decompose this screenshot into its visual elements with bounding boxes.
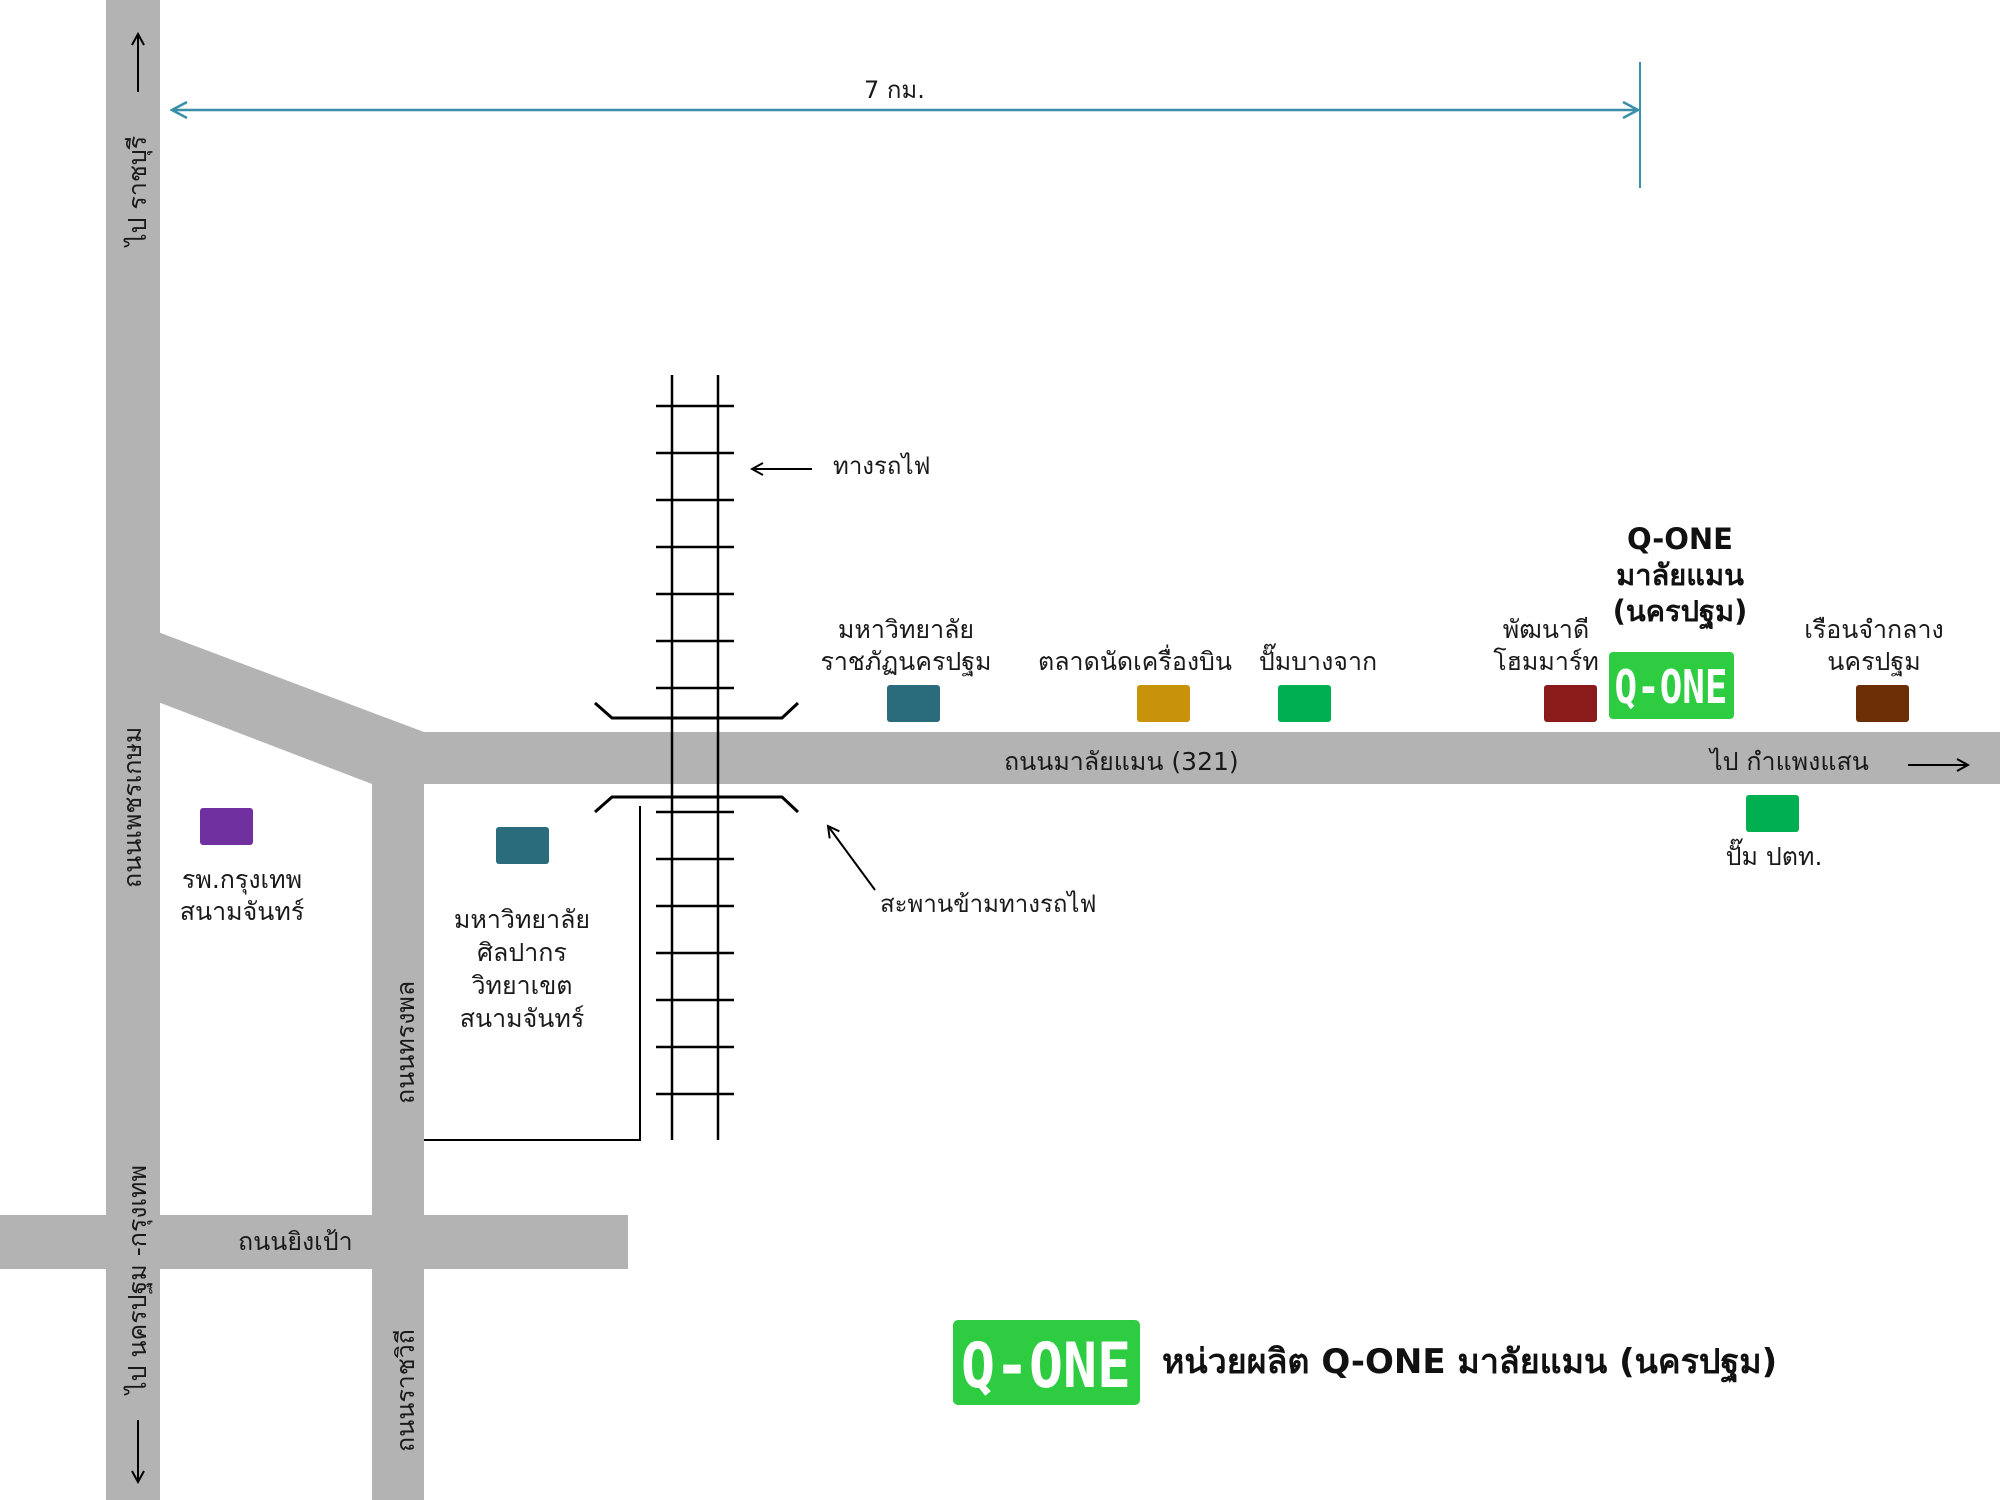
silpakorn-label-line4: สนามจันทร์ bbox=[460, 1004, 585, 1033]
malaiman-road-label: ถนนมาลัยแมน (321) bbox=[1004, 747, 1239, 776]
rajabhat-label-line2: ราชภัฏนครปฐม bbox=[820, 647, 991, 676]
landmark-pattanadee[interactable]: พัฒนาดี โฮมมาร์ท bbox=[1493, 615, 1599, 722]
market-marker[interactable] bbox=[1137, 685, 1190, 722]
qone-logo-marker[interactable] bbox=[1609, 652, 1734, 719]
legend: Q-ONE หน่วยผลิต Q-ONE มาลัยแมน (นครปฐม) bbox=[953, 1320, 1777, 1405]
landmark-market[interactable]: ตลาดนัดเครื่องบิน bbox=[1038, 644, 1232, 722]
landmark-silpakorn[interactable]: มหาวิทยาลัย ศิลปากร วิทยาเขต สนามจันทร์ bbox=[454, 827, 590, 1033]
legend-logo bbox=[953, 1320, 1140, 1405]
malaiman-road bbox=[380, 732, 2000, 784]
songphon-road-label: ถนนทรงพล bbox=[391, 981, 420, 1104]
qone-title-line1: Q-ONE bbox=[1627, 522, 1733, 556]
bangchak-marker[interactable] bbox=[1278, 685, 1331, 722]
ptt-marker[interactable] bbox=[1746, 795, 1799, 832]
landmark-hospital[interactable]: รพ.กรุงเทพ สนามจันทร์ bbox=[180, 808, 305, 926]
legend-logo-text: Q-ONE bbox=[961, 1329, 1131, 1402]
yingpao-road-label: ถนนยิงเป้า bbox=[238, 1227, 353, 1256]
yingpao-road bbox=[0, 1215, 628, 1269]
silpakorn-boundary bbox=[424, 806, 641, 1141]
hospital-label-line1: รพ.กรุงเทพ bbox=[182, 865, 302, 895]
hospital-marker[interactable] bbox=[200, 808, 253, 845]
silpakorn-label-line3: วิทยาเขต bbox=[471, 971, 572, 1000]
silpakorn-marker[interactable] bbox=[496, 827, 549, 864]
railway-bridge-label: สะพานข้ามทางรถไฟ bbox=[880, 890, 1096, 918]
ptt-label: ปั๊ม ปตท. bbox=[1726, 838, 1823, 871]
diagonal-connector-road bbox=[158, 632, 424, 784]
railway-track bbox=[656, 375, 734, 1140]
legend-text: หน่วยผลิต Q-ONE มาลัยแมน (นครปฐม) bbox=[1162, 1342, 1777, 1384]
distance-label: 7 กม. bbox=[864, 76, 925, 104]
rajabhat-label-line1: มหาวิทยาลัย bbox=[838, 615, 974, 644]
railway-bridge bbox=[594, 701, 800, 814]
market-label: ตลาดนัดเครื่องบิน bbox=[1038, 644, 1232, 676]
pattanadee-label-line2: โฮมมาร์ท bbox=[1493, 647, 1599, 676]
bridge-pointer-arrow bbox=[828, 826, 876, 891]
to-kamphaeng-saen-label: ไป กำแพงแสน bbox=[1708, 747, 1869, 776]
petchkasem-road-label: ถนนเพชรเกษม bbox=[118, 727, 147, 888]
landmark-bangchak[interactable]: ปั๊มบางจาก bbox=[1259, 643, 1377, 722]
silpakorn-label-line2: ศิลปากร bbox=[477, 938, 567, 967]
railway-label: ทางรถไฟ bbox=[833, 452, 931, 480]
ruenjak-marker[interactable] bbox=[1856, 685, 1909, 722]
qone-location[interactable]: Q-ONE มาลัยแมน (นครปฐม) Q-ONE bbox=[1609, 522, 1747, 719]
to-nakhonpathom-bangkok-label: ไป นครปฐม -กรุงเทพ bbox=[123, 1165, 153, 1396]
ruenjak-label-line2: นครปฐม bbox=[1827, 647, 1920, 676]
pattanadee-label-line1: พัฒนาดี bbox=[1503, 615, 1589, 644]
to-ratchaburi-label: ไป ราชบุรี bbox=[123, 136, 153, 248]
qone-logo-text: Q-ONE bbox=[1615, 660, 1728, 714]
rajabhat-marker[interactable] bbox=[887, 685, 940, 722]
qone-title-line3: (นครปฐม) bbox=[1613, 594, 1748, 630]
landmark-rajabhat[interactable]: มหาวิทยาลัย ราชภัฏนครปฐม bbox=[820, 615, 992, 722]
ratchawithi-road-label: ถนนราชวิถี bbox=[391, 1329, 420, 1452]
pattanadee-marker[interactable] bbox=[1544, 685, 1597, 722]
landmark-ptt[interactable]: ปั๊ม ปตท. bbox=[1726, 795, 1823, 871]
bangchak-label: ปั๊มบางจาก bbox=[1259, 643, 1377, 676]
silpakorn-label-line1: มหาวิทยาลัย bbox=[454, 905, 590, 934]
hospital-label-line2: สนามจันทร์ bbox=[180, 897, 305, 926]
songphon-road bbox=[372, 732, 424, 1500]
ruenjak-label-line1: เรือนจำกลาง bbox=[1804, 615, 1943, 644]
qone-title-line2: มาลัยแมน bbox=[1616, 558, 1744, 592]
landmark-ruenjak[interactable]: เรือนจำกลาง นครปฐม bbox=[1804, 615, 1944, 722]
